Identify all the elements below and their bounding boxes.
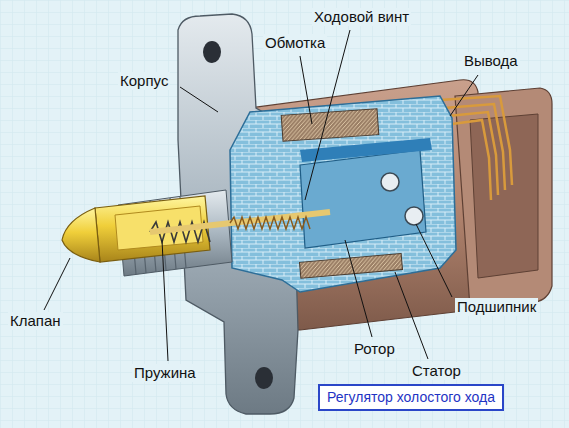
part-label: Статор — [410, 362, 463, 380]
bearing-ball — [405, 207, 423, 225]
part-label: Клапан — [8, 312, 63, 330]
leader-lines — [44, 30, 478, 361]
lead-screw — [150, 212, 330, 232]
mount-hole — [203, 41, 221, 63]
rotor-edge — [300, 138, 432, 162]
rotor — [300, 150, 426, 248]
caption-box: Регулятор холостого хода — [318, 384, 504, 411]
stator — [299, 253, 402, 278]
part-label: Ходовой винт — [312, 8, 411, 26]
part-label: Подшипник — [455, 298, 538, 316]
part-label: Обмотка — [263, 34, 327, 52]
connector-socket — [470, 114, 538, 278]
mount-hole — [255, 367, 273, 389]
part-label: Ротор — [352, 340, 397, 358]
winding — [281, 109, 379, 142]
part-label: Пружина — [132, 364, 198, 382]
screw-thread — [230, 217, 310, 229]
part-label: Корпус — [118, 72, 170, 90]
part-label: Вывода — [462, 52, 520, 70]
valve-tip — [62, 208, 100, 262]
cutaway-section — [230, 96, 456, 292]
bearing-ball — [381, 173, 399, 191]
